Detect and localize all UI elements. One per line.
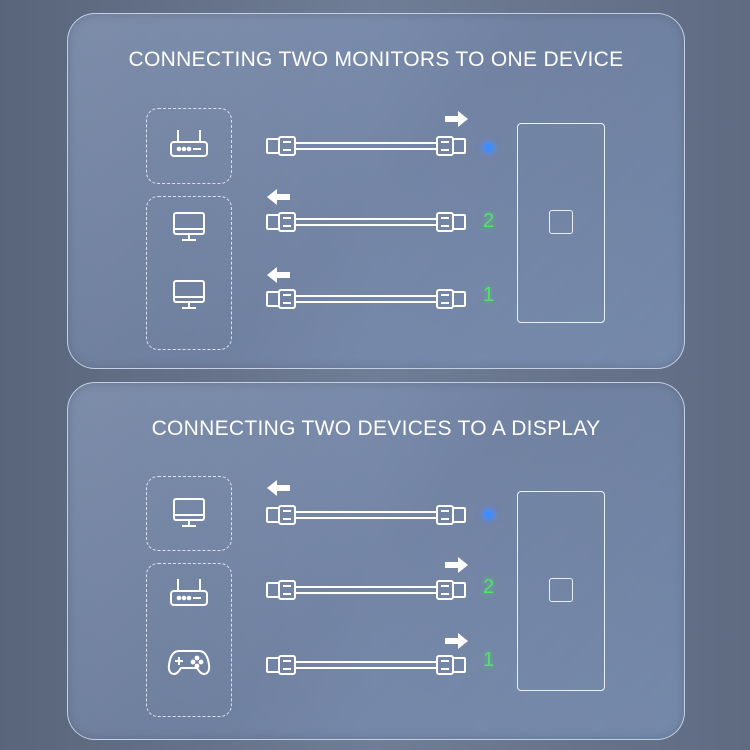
switch-button bbox=[549, 210, 573, 234]
arrow-left-icon bbox=[266, 189, 290, 210]
port-number: 2 bbox=[483, 210, 495, 232]
router-icon bbox=[147, 574, 231, 614]
panel-devices-to-display: CONNECTING TWO DEVICES TO A DISPLAY bbox=[67, 382, 685, 740]
monitor-icon bbox=[147, 275, 231, 315]
arrow-right-icon bbox=[445, 111, 469, 132]
source-devices-group bbox=[146, 563, 232, 717]
hdmi-cable bbox=[266, 210, 466, 239]
hdmi-cable bbox=[266, 653, 466, 682]
router-icon bbox=[147, 125, 231, 165]
port-number: 1 bbox=[483, 284, 495, 306]
port-number: 1 bbox=[483, 649, 495, 671]
monitor-icon bbox=[147, 493, 231, 533]
arrow-left-icon bbox=[266, 267, 290, 288]
hdmi-cable bbox=[266, 287, 466, 316]
switch-device bbox=[517, 491, 605, 691]
source-device-group bbox=[146, 108, 232, 184]
panel-monitors-to-device: CONNECTING TWO MONITORS TO ONE DEVICE bbox=[67, 13, 685, 369]
monitor-icon bbox=[147, 207, 231, 247]
status-led bbox=[484, 510, 493, 519]
port-number: 2 bbox=[483, 576, 495, 598]
gamepad-icon bbox=[147, 642, 231, 682]
panel-title: CONNECTING TWO DEVICES TO A DISPLAY bbox=[151, 417, 601, 440]
arrow-right-icon bbox=[445, 633, 469, 654]
arrow-right-icon bbox=[445, 557, 469, 578]
display-device-group bbox=[146, 476, 232, 551]
panel-title: CONNECTING TWO MONITORS TO ONE DEVICE bbox=[128, 48, 624, 71]
display-group bbox=[146, 196, 232, 350]
hdmi-cable bbox=[266, 134, 466, 163]
arrow-left-icon bbox=[266, 480, 290, 501]
switch-button bbox=[549, 578, 573, 602]
hdmi-cable bbox=[266, 578, 466, 607]
hdmi-cable bbox=[266, 503, 466, 532]
switch-device bbox=[517, 123, 605, 323]
status-led bbox=[484, 143, 493, 152]
